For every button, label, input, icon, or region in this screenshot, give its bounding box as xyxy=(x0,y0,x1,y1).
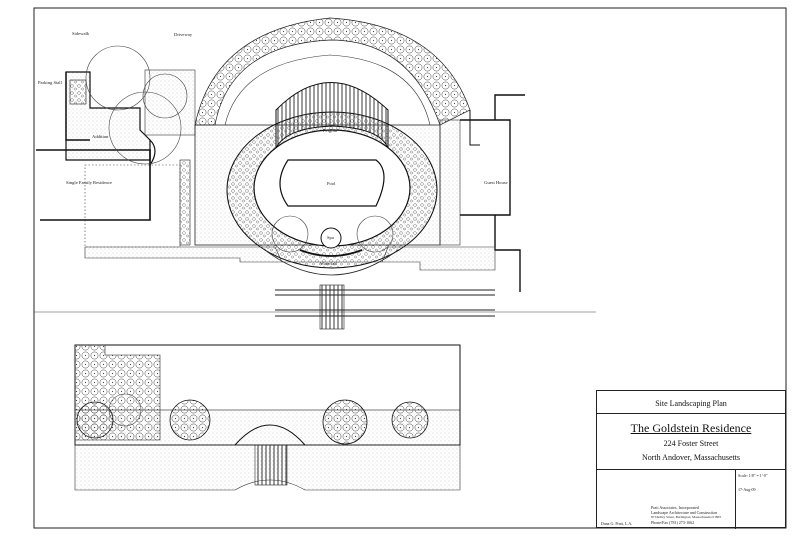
label-waterfall: Waterfall xyxy=(320,261,337,266)
lower-tree xyxy=(391,401,429,439)
spa xyxy=(320,227,342,249)
planter-circle xyxy=(356,215,394,253)
tree-canopy xyxy=(85,45,151,111)
project-name: The Goldstein Residence xyxy=(630,421,752,435)
garden-bed xyxy=(84,164,181,248)
planter-circle xyxy=(271,215,309,253)
address-line-1: 224 Foster Street xyxy=(663,439,719,448)
lower-tree xyxy=(76,401,114,439)
designer-name: Dana G. Pratt, L.A. xyxy=(601,521,633,526)
planting-ring xyxy=(224,54,431,126)
firm-tagline: Landscape Architecture and Construction xyxy=(651,510,718,515)
title-block: Site Landscaping Plan The Goldstein Resi… xyxy=(596,390,786,529)
residence-wall xyxy=(149,139,156,167)
title-divider xyxy=(597,413,785,414)
firm-name: Pratt Associates, Incorporated xyxy=(651,505,699,510)
addition-wing xyxy=(65,72,90,141)
lower-tree xyxy=(322,399,368,445)
patio-border xyxy=(179,159,191,246)
sheet-title: Site Landscaping Plan xyxy=(655,399,727,408)
firm-address: 87 Dudley Street, Burlington, Massachuse… xyxy=(651,515,721,519)
sheet-border xyxy=(33,7,787,529)
east-walk xyxy=(439,119,461,246)
waterfall-wall xyxy=(299,249,363,257)
guest-house-wing xyxy=(494,94,525,292)
pergola xyxy=(275,82,389,149)
pool-outline xyxy=(279,159,385,207)
lower-tree xyxy=(169,399,211,441)
label-parking-stall: Parking Stall xyxy=(38,80,62,85)
entry-stoop xyxy=(69,79,87,105)
label-guest-house: Guest House xyxy=(484,180,508,185)
address-line-2: North Andover, Massachusetts xyxy=(641,453,741,462)
planting-arc xyxy=(194,17,471,126)
lower-tree xyxy=(108,393,142,427)
label-residence: Single Family Residence xyxy=(66,180,112,185)
label-pergola: Pergola xyxy=(323,128,337,133)
label-pool: Pool xyxy=(327,181,336,186)
guest-house-outline xyxy=(460,119,511,216)
addition-outline xyxy=(65,71,151,161)
lower-walk xyxy=(74,445,461,491)
label-sidewalk: Sidewalk xyxy=(72,31,90,36)
stair xyxy=(319,284,345,330)
label-driveway: Driveway xyxy=(174,32,193,37)
tree-canopy xyxy=(108,91,182,165)
date-label: 17-Aug-09 xyxy=(738,487,756,492)
firm-phone: Phone/Fax (781) 273-1662 xyxy=(651,520,695,525)
south-paving xyxy=(84,246,496,271)
label-addition: Addition xyxy=(92,134,109,139)
north-wall xyxy=(469,110,480,146)
scale-label: Scale: 1/8" = 1'-0" xyxy=(738,473,768,478)
column-divider xyxy=(735,469,736,529)
tree-canopy xyxy=(142,73,188,119)
title-divider xyxy=(597,469,785,470)
lower-entry-arc xyxy=(234,424,306,446)
label-spa: Spa xyxy=(327,235,334,240)
